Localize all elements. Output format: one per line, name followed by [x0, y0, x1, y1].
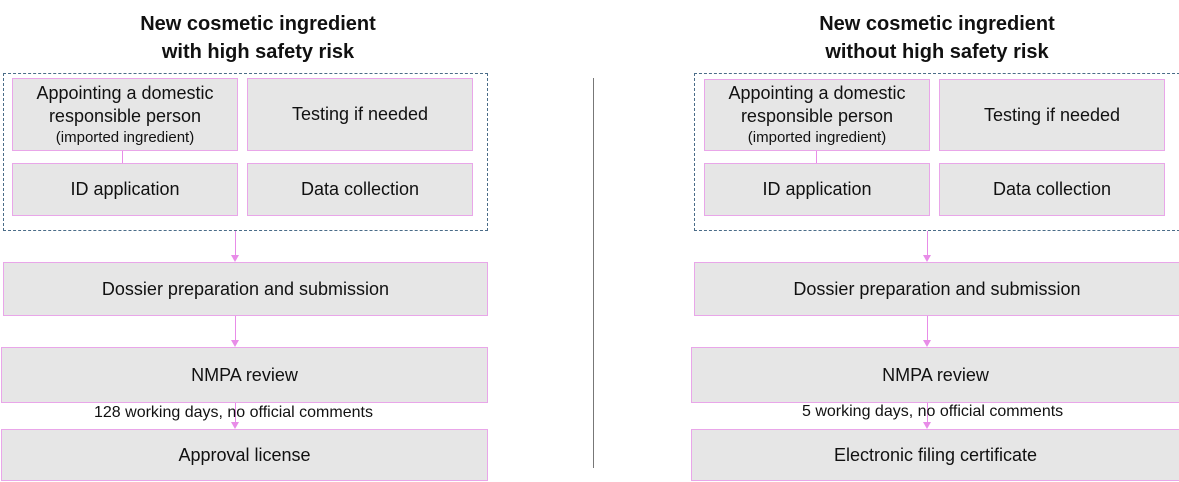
right-testing-box: Testing if needed	[939, 79, 1165, 151]
right-review-label: NMPA review	[882, 364, 989, 385]
left-arrow2-head	[231, 340, 239, 347]
left-arrow3-line	[235, 403, 236, 423]
left-appoint-line1: Appointing a domestic	[36, 82, 214, 103]
left-review-box: NMPA review	[1, 347, 488, 403]
left-title-line2: with high safety risk	[161, 41, 355, 63]
right-data-collection-box: Data collection	[939, 163, 1165, 216]
left-testing-box: Testing if needed	[247, 78, 473, 151]
right-arrow2-line	[927, 316, 928, 341]
left-id-application-label: ID application	[70, 179, 180, 199]
right-arrow2-head	[923, 340, 931, 347]
right-data-collection-label: Data collection	[992, 179, 1112, 199]
left-data-collection-label: Data collection	[300, 179, 420, 199]
column-separator	[593, 78, 594, 468]
left-appoint-line2: responsible person	[48, 105, 202, 126]
right-review-box: NMPA review	[691, 347, 1179, 403]
left-timeline-note: 128 working days, no official comments	[94, 404, 373, 421]
left-data-collection-box: Data collection	[247, 163, 473, 216]
right-title: New cosmetic ingredient without high saf…	[787, 10, 1087, 66]
right-timeline-note: 5 working days, no official comments	[802, 403, 1064, 420]
left-result-box: Approval license	[1, 429, 488, 481]
right-title-line1: New cosmetic ingredient	[819, 13, 1055, 35]
right-arrow3-line	[927, 403, 928, 423]
left-dossier-label: Dossier preparation and submission	[101, 278, 390, 299]
right-appoint-line1: Appointing a domestic	[728, 83, 906, 103]
left-result-label: Approval license	[178, 444, 311, 465]
left-arrow1-line	[235, 231, 236, 256]
left-arrow2-line	[235, 316, 236, 341]
right-title-line2: without high safety risk	[825, 41, 1049, 63]
right-testing-label: Testing if needed	[983, 104, 1121, 125]
right-arrow1-line	[927, 231, 928, 256]
right-dossier-box: Dossier preparation and submission	[694, 262, 1179, 316]
left-appoint-connector	[122, 151, 123, 163]
right-dossier-label: Dossier preparation and submission	[793, 278, 1081, 299]
right-preparation-group	[694, 73, 1179, 231]
right-appoint-connector	[816, 151, 817, 163]
left-preparation-group	[3, 73, 488, 231]
left-dossier-box: Dossier preparation and submission	[3, 262, 488, 316]
right-id-application-label: ID application	[762, 179, 872, 199]
left-arrow1-head	[231, 255, 239, 262]
right-result-label: Electronic filing certificate	[833, 444, 1038, 465]
left-arrow3-head	[231, 422, 239, 429]
left-testing-label: Testing if needed	[291, 104, 429, 124]
left-review-label: NMPA review	[191, 364, 298, 385]
left-appoint-line3: (imported ingredient)	[55, 128, 195, 146]
right-appoint-line3: (imported ingredient)	[747, 129, 887, 146]
left-id-application-box: ID application	[12, 163, 238, 216]
right-appoint-box: Appointing a domestic responsible person…	[704, 79, 930, 151]
left-title-line1: New cosmetic ingredient	[140, 13, 376, 35]
right-arrow1-head	[923, 255, 931, 262]
left-title: New cosmetic ingredient with high safety…	[108, 10, 408, 66]
right-appoint-line2: responsible person	[740, 106, 894, 126]
right-result-box: Electronic filing certificate	[691, 429, 1179, 481]
left-appoint-box: Appointing a domestic responsible person…	[12, 78, 238, 151]
right-id-application-box: ID application	[704, 163, 930, 216]
right-arrow3-head	[923, 422, 931, 429]
